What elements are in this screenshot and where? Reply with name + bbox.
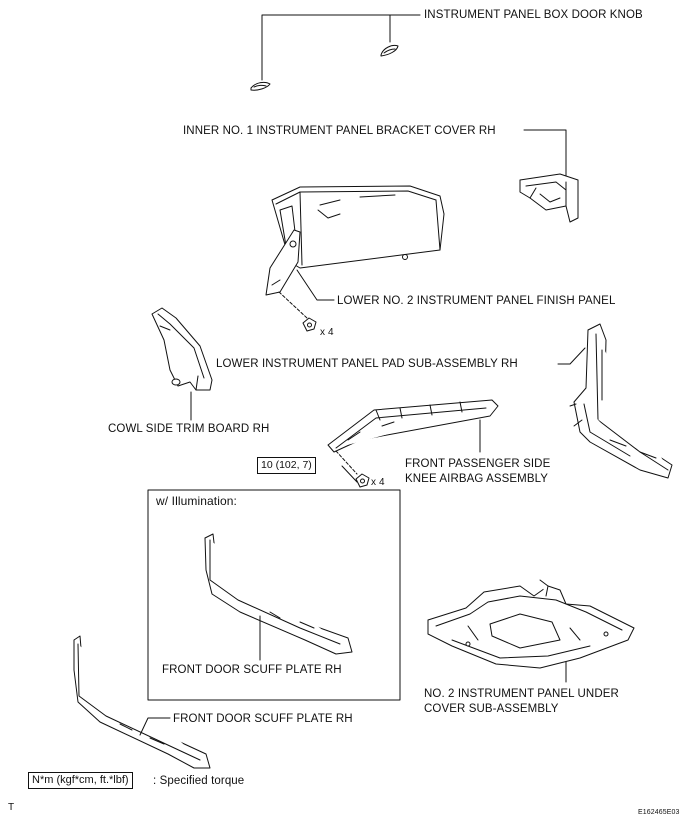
under-cover-part (427, 579, 635, 669)
label-under-cover-line1: NO. 2 INSTRUMENT PANEL UNDER (424, 688, 619, 700)
knee-airbag-part (327, 399, 499, 453)
illumination-inset-frame (147, 489, 401, 701)
legend-text: : Specified torque (153, 775, 245, 787)
bracket-cover-part (519, 173, 579, 223)
label-finish-panel: LOWER NO. 2 INSTRUMENT PANEL FINISH PANE… (337, 295, 616, 307)
scuff-plate-illuminated-part (204, 533, 353, 655)
label-cowl-side-trim: COWL SIDE TRIM BOARD RH (108, 423, 270, 435)
inset-title: w/ Illumination: (156, 494, 237, 508)
box-door-knob-leader (261, 14, 421, 81)
scuff-plate-part (73, 635, 211, 769)
figure-id: E162465E03 (638, 809, 680, 816)
pad-sub-assembly-leader (557, 347, 586, 365)
clip-icon (171, 378, 181, 386)
cowl-side-trim-part (151, 307, 213, 391)
screw-icon (355, 473, 370, 488)
torque-value-box: 10 (102, 7) (257, 457, 316, 474)
finish-panel-leader (278, 269, 335, 319)
footer-left-mark: T (8, 802, 15, 813)
label-scuff-plate-inset: FRONT DOOR SCUFF PLATE RH (162, 664, 342, 676)
label-box-door-knob: INSTRUMENT PANEL BOX DOOR KNOB (424, 9, 643, 21)
finish-panel-part (265, 185, 445, 296)
label-bracket-cover: INNER NO. 1 INSTRUMENT PANEL BRACKET COV… (183, 125, 496, 137)
label-under-cover-line2: COVER SUB-ASSEMBLY (424, 703, 559, 715)
box-door-knob-part (380, 45, 399, 57)
label-qty-finish-panel: x 4 (320, 327, 334, 338)
pad-sub-assembly-part (569, 323, 673, 479)
scuff-plate-leader (139, 717, 171, 736)
screw-icon (302, 317, 317, 332)
label-pad-sub-assembly: LOWER INSTRUMENT PANEL PAD SUB-ASSEMBLY … (216, 358, 518, 370)
label-scuff-plate: FRONT DOOR SCUFF PLATE RH (173, 713, 353, 725)
bracket-cover-leader (523, 129, 567, 181)
legend-unit-box: N*m (kgf*cm, ft.*lbf) (28, 772, 133, 789)
label-knee-airbag-line2: KNEE AIRBAG ASSEMBLY (405, 473, 549, 485)
label-knee-airbag-line1: FRONT PASSENGER SIDE (405, 458, 551, 470)
knee-airbag-leader (335, 419, 481, 483)
box-door-knob-part (250, 81, 271, 91)
label-qty-knee-airbag: x 4 (371, 477, 385, 488)
